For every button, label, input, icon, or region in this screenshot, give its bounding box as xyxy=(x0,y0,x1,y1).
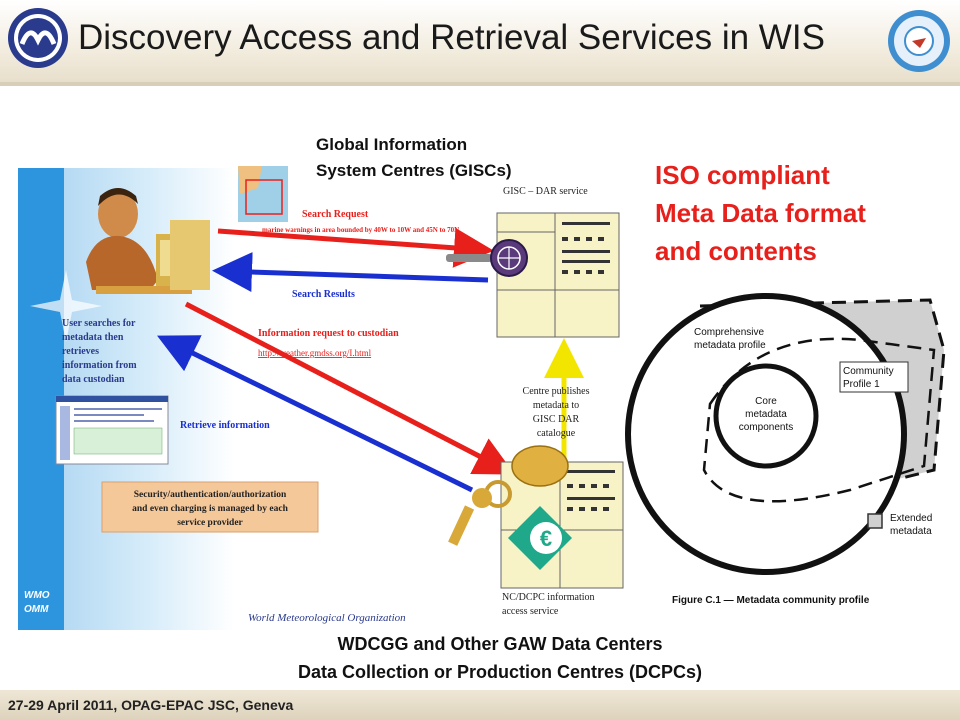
iso-compliant-text: ISO compliant Meta Data format and conte… xyxy=(655,160,866,266)
svg-text:metadata to: metadata to xyxy=(533,400,579,411)
svg-text:retrieves: retrieves xyxy=(62,346,99,357)
search-results-label: Search Results xyxy=(292,289,355,300)
header-divider xyxy=(0,82,960,86)
svg-text:metadata profile: metadata profile xyxy=(694,340,766,351)
gisc-label: Global Information System Centres (GISCs… xyxy=(316,135,512,180)
euro-icon: € xyxy=(508,506,572,570)
svg-text:information from: information from xyxy=(62,360,137,371)
info-request-label: Information request to custodian xyxy=(258,328,399,339)
svg-text:access service: access service xyxy=(502,606,559,617)
search-request-label: Search Request xyxy=(302,209,369,220)
svg-text:Centre publishes: Centre publishes xyxy=(523,386,590,397)
slide-footer xyxy=(0,690,960,720)
info-request-arrow xyxy=(184,301,515,475)
user-at-computer-icon xyxy=(86,188,210,294)
svg-text:Security/authentication/author: Security/authentication/authorization xyxy=(134,490,287,500)
svg-text:Core: Core xyxy=(755,396,777,407)
dcpc-box-caption: NC/DCPC information access service xyxy=(502,592,595,617)
figure-caption: Figure C.1 — Metadata community profile xyxy=(672,595,870,606)
svg-text:data custodian: data custodian xyxy=(62,374,125,385)
retrieve-label: Retrieve information xyxy=(180,420,270,431)
metadata-profile-figure xyxy=(625,293,946,575)
svg-text:Community: Community xyxy=(843,366,894,377)
svg-text:catalogue: catalogue xyxy=(537,428,576,439)
dcpc-box xyxy=(500,461,624,589)
wmo-label: WMO xyxy=(24,590,50,601)
user-description: User searches for metadata then retrieve… xyxy=(62,318,137,385)
svg-text:Extended: Extended xyxy=(890,513,932,524)
info-url-link: http://weather.gmdss.org/I.html xyxy=(258,348,372,358)
retrieve-arrow xyxy=(157,335,474,493)
core-metadata-circle xyxy=(713,363,819,469)
svg-text:GISC DAR: GISC DAR xyxy=(533,414,580,425)
slide-title: Discovery Access and Retrieval Services … xyxy=(78,18,825,57)
gisc-box-title: GISC – DAR service xyxy=(503,186,588,197)
globe-key-icon xyxy=(446,239,528,277)
wmo-logo-icon xyxy=(8,8,68,68)
slide-header xyxy=(0,0,960,82)
centre-publishes-text: Centre publishes metadata to GISC DAR ca… xyxy=(523,386,590,439)
marine-map-thumbnail xyxy=(238,166,288,222)
extended-metadata-swatch xyxy=(867,513,883,529)
svg-text:User searches for: User searches for xyxy=(62,318,136,329)
search-request-arrow xyxy=(217,227,494,268)
omm-label: OMM xyxy=(24,604,49,615)
svg-text:metadata then: metadata then xyxy=(62,332,124,343)
svg-text:and even charging is managed b: and even charging is managed by each xyxy=(132,504,288,514)
footer-text: 27-29 April 2011, OPAG-EPAC JSC, Geneva xyxy=(8,697,294,713)
svg-text:metadata: metadata xyxy=(745,409,787,420)
svg-text:NC/DCPC information: NC/DCPC information xyxy=(502,592,595,603)
security-box xyxy=(101,481,319,533)
search-results-arrow xyxy=(212,252,489,293)
dcpc-label: WDCGG and Other GAW Data Centers Data Co… xyxy=(297,634,703,682)
svg-text:Profile 1: Profile 1 xyxy=(843,379,880,390)
compass-rose-icon xyxy=(30,270,102,342)
wmo-emblem-icon xyxy=(888,10,950,72)
search-request-detail: marine warnings in area bounded by 40W t… xyxy=(262,226,459,234)
web-page-thumbnail xyxy=(55,395,169,465)
svg-text:service provider: service provider xyxy=(177,518,243,528)
wmo-org-label: World Meteorological Organization xyxy=(248,612,406,624)
svg-text:components: components xyxy=(739,422,793,433)
svg-text:metadata: metadata xyxy=(890,526,932,537)
keys-icon xyxy=(448,445,569,546)
svg-text:€: € xyxy=(540,526,552,551)
community-profile-box xyxy=(839,361,909,393)
security-text: Security/authentication/authorization an… xyxy=(132,490,288,528)
figure-labels: Comprehensive metadata profile Community… xyxy=(694,327,932,537)
svg-text:Comprehensive: Comprehensive xyxy=(694,327,764,338)
